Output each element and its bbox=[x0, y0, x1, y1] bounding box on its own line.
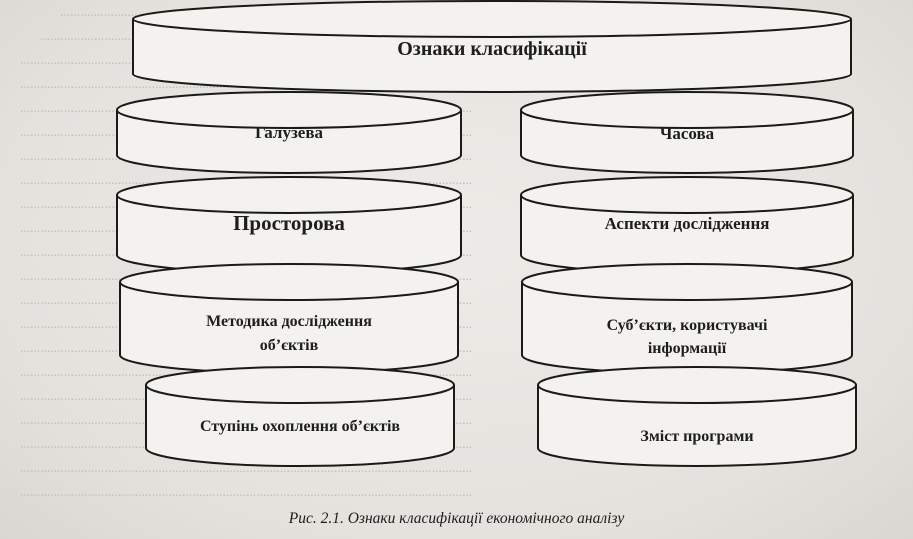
cylinder-top-label: Ознаки класифікації bbox=[397, 38, 587, 60]
cylinder-left-4-label: Ступінь охоплення об’єктів bbox=[200, 418, 400, 435]
cylinder-left-2-label: Просторова bbox=[233, 211, 345, 235]
cylinder-left-1-label: Галузева bbox=[255, 123, 324, 142]
cylinder-right-2-label: Аспекти дослідження bbox=[605, 214, 770, 233]
cylinder-right-2: Аспекти дослідження bbox=[520, 176, 854, 274]
cylinder-left-3-label-line-1: Методика дослідження bbox=[206, 313, 372, 330]
cylinder-right-4-label: Зміст програми bbox=[640, 428, 753, 445]
cylinder-left-1: Галузева bbox=[116, 91, 462, 174]
cylinder-left-2: Просторова bbox=[116, 176, 462, 274]
cylinder-right-1: Часова bbox=[520, 91, 854, 174]
cylinder-left-3: Методика дослідження об’єктів bbox=[119, 263, 459, 374]
cylinder-right-4: Зміст програми bbox=[537, 366, 857, 467]
cylinder-top: Ознаки класифікації bbox=[132, 0, 852, 93]
cylinder-right-1-label: Часова bbox=[660, 124, 715, 143]
cylinder-right-3: Суб’єкти, користувачі інформації bbox=[521, 263, 853, 374]
cylinder-right-3-label-line-1: Суб’єкти, користувачі bbox=[607, 317, 768, 334]
cylinder-left-3-label-line-2: об’єктів bbox=[260, 337, 319, 354]
cylinder-left-4: Ступінь охоплення об’єктів bbox=[145, 366, 455, 467]
figure-caption: Рис. 2.1. Ознаки класифікації економічно… bbox=[288, 510, 625, 527]
cylinder-right-3-label-line-2: інформації bbox=[648, 340, 727, 357]
